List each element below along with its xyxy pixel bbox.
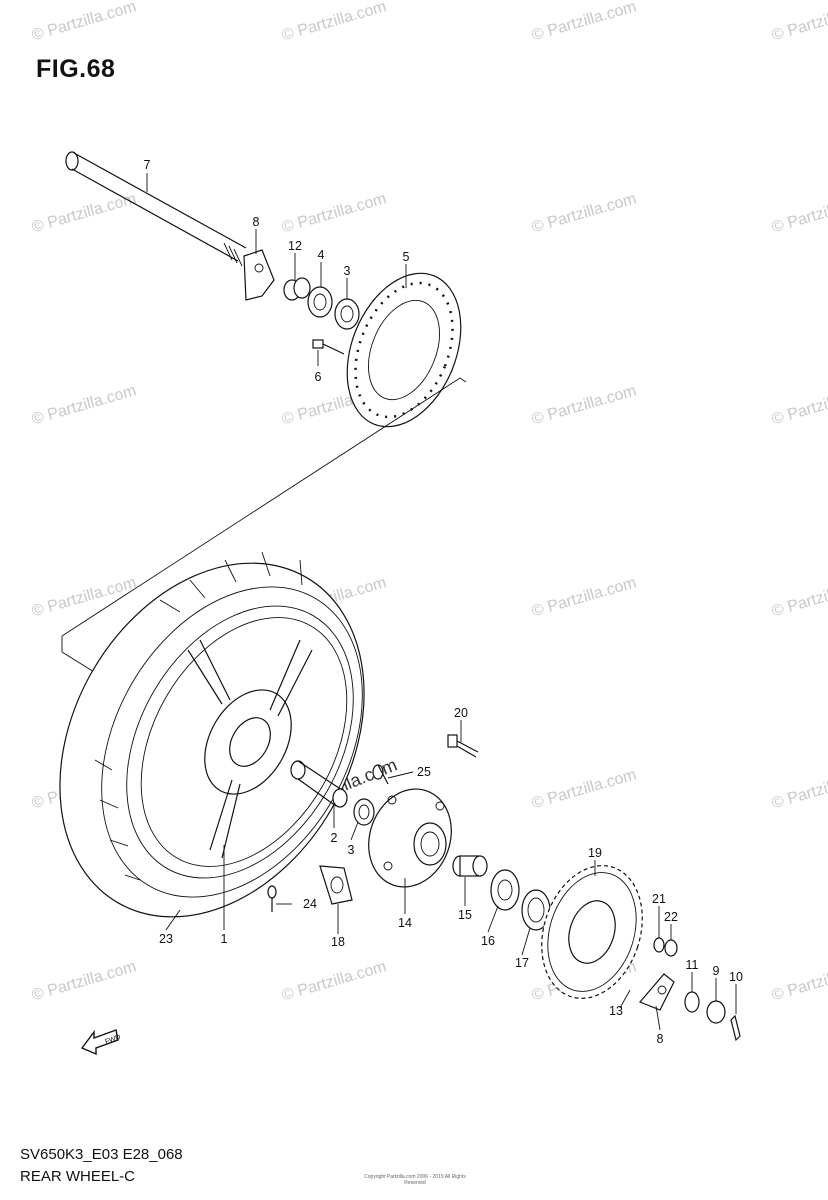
sprocket-drum-part	[368, 788, 452, 888]
oil-seal-part	[307, 286, 333, 318]
chain-adjuster-part	[638, 973, 675, 1011]
diagram-code: SV650K3_E03 E28_068	[20, 1146, 183, 1163]
part-label-16: 16	[481, 934, 495, 948]
spacer-part	[283, 277, 311, 301]
part-label-24: 24	[303, 897, 317, 911]
washer-part	[684, 991, 700, 1013]
part-label-8: 8	[657, 1032, 664, 1046]
part-label-4: 4	[318, 248, 325, 262]
adjuster-hole	[254, 263, 264, 273]
disc-bolt-part	[312, 339, 345, 355]
bearing-part	[353, 798, 375, 826]
part-label-23: 23	[159, 932, 173, 946]
brake-disc-part	[346, 272, 462, 428]
part-label-1: 1	[221, 932, 228, 946]
sprocket-part	[541, 865, 643, 999]
part-label-3: 3	[348, 843, 355, 857]
part-label-22: 22	[664, 910, 678, 924]
bearing-part	[490, 869, 520, 911]
leader-lines	[146, 173, 737, 1031]
nut-part	[664, 939, 678, 957]
figure-title: FIG.68	[36, 55, 116, 83]
part-label-10: 10	[729, 970, 743, 984]
bearing-part	[334, 298, 360, 330]
fwd-arrow-icon: FWD	[80, 1029, 122, 1056]
part-label-5: 5	[403, 250, 410, 264]
damper-part	[319, 865, 353, 905]
part-label-12: 12	[288, 239, 302, 253]
part-label-15: 15	[458, 908, 472, 922]
part-label-20: 20	[454, 706, 468, 720]
part-label-6: 6	[315, 370, 322, 384]
part-label-21: 21	[652, 892, 666, 906]
part-label-25: 25	[417, 765, 431, 779]
wheel-tire-part	[59, 551, 365, 918]
part-label-18: 18	[331, 935, 345, 949]
diagram-name: REAR WHEEL-C	[20, 1168, 136, 1185]
part-label-11: 11	[686, 958, 699, 972]
part-label-17: 17	[515, 956, 529, 970]
part-label-9: 9	[713, 964, 720, 978]
part-label-7: 7	[144, 158, 151, 172]
part-label-3: 3	[344, 264, 351, 278]
axle-nut-part	[706, 1000, 726, 1024]
washer-part	[653, 937, 665, 953]
part-label-13: 13	[609, 1004, 623, 1018]
part-label-14: 14	[398, 916, 412, 930]
valve-part	[267, 885, 277, 912]
part-label-8: 8	[253, 215, 260, 229]
part-label-2: 2	[331, 831, 338, 845]
cotter-pin-part	[730, 1014, 741, 1042]
pin-part	[372, 764, 389, 785]
part-label-19: 19	[588, 846, 602, 860]
copyright-notice: Copyright Partzilla.com 2006 - 2019 All …	[364, 1174, 466, 1186]
stud-bolt-part	[447, 734, 479, 758]
spacer-part	[452, 855, 488, 877]
chain-adjuster-part	[243, 249, 275, 301]
distance-collar-part	[290, 760, 348, 808]
axle-part	[65, 151, 247, 267]
